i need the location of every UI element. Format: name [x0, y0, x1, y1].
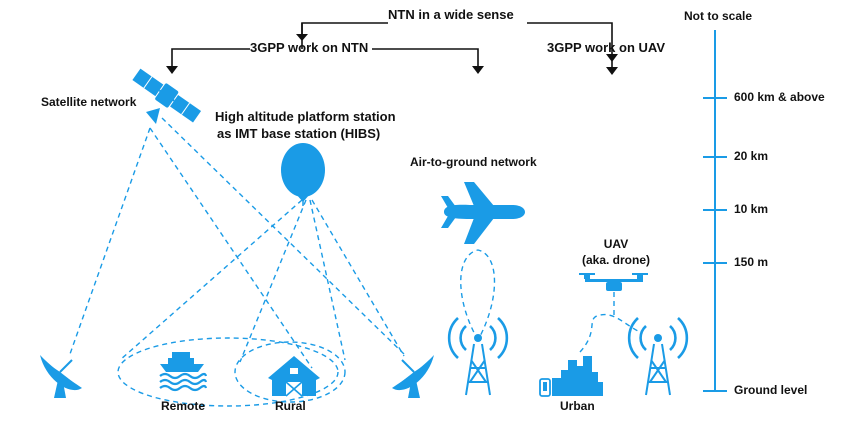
label-air-to-ground: Air-to-ground network [410, 155, 537, 169]
header-ntn-wide: NTN in a wide sense [388, 7, 514, 22]
phone-icon [539, 378, 551, 397]
cell-tower-icon-left [447, 317, 509, 396]
scale-title: Not to scale [684, 9, 753, 23]
airplane-icon [441, 182, 525, 244]
scale-level-10km: 10 km [734, 202, 769, 216]
satellite-icon [132, 68, 202, 123]
label-satellite-network: Satellite network [41, 95, 137, 109]
label-aka-drone: (aka. drone) [581, 253, 650, 267]
label-rural: Rural [275, 399, 306, 413]
ship-icon [159, 352, 208, 392]
cell-tower-icon-right [627, 317, 689, 396]
dish-antenna-icon-left [40, 355, 82, 398]
barn-icon [268, 356, 320, 397]
scale-level-600km: 600 km & above [734, 90, 825, 104]
city-icon [552, 356, 603, 396]
header-3gpp-ntn: 3GPP work on NTN [250, 40, 369, 55]
dashed-links [69, 117, 641, 407]
label-uav: UAV [603, 237, 629, 251]
header-3gpp-uav: 3GPP work on UAV [547, 40, 665, 55]
label-hibs-line1: High altitude platform station [215, 109, 396, 124]
scale-level-ground: Ground level [734, 383, 808, 397]
scale-bar [703, 30, 727, 392]
dish-antenna-icon-right [392, 355, 434, 398]
header-brackets [171, 22, 613, 68]
scale-level-150m: 150 m [734, 255, 769, 269]
balloon-icon [281, 143, 325, 206]
satellite-dish-small [146, 108, 160, 124]
header-arrowheads [166, 34, 618, 75]
label-hibs-line2: as IMT base station (HIBS) [217, 126, 381, 141]
drone-icon [579, 273, 648, 291]
scale-level-20km: 20 km [734, 149, 769, 163]
label-urban: Urban [560, 399, 595, 413]
label-remote: Remote [161, 399, 206, 413]
